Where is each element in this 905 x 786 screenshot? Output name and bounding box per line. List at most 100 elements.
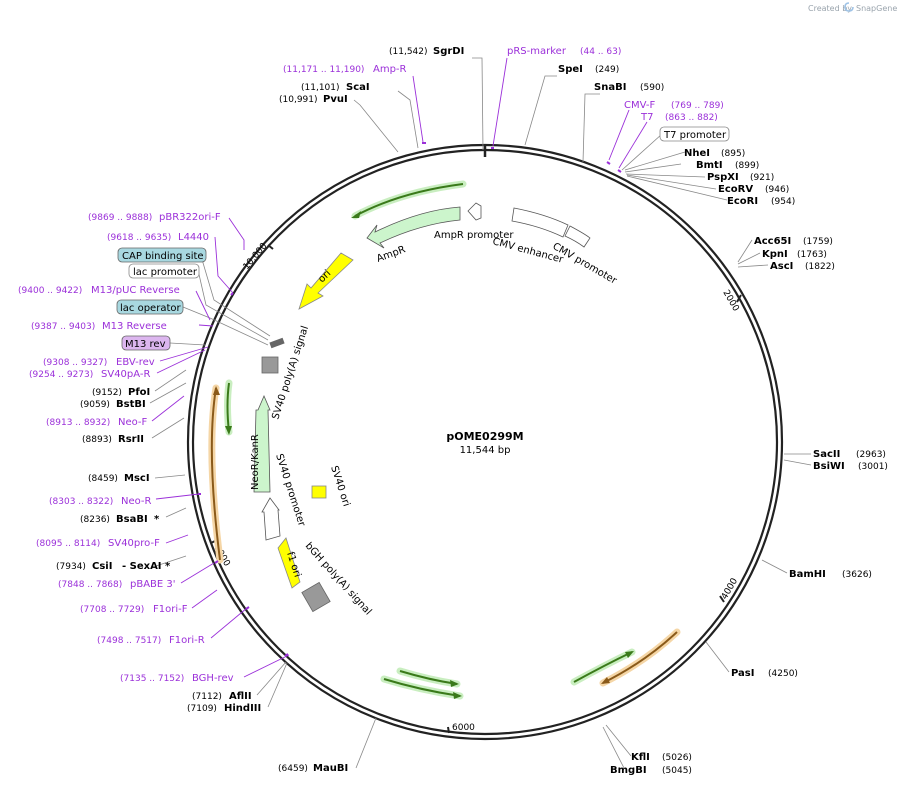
primer-F1ori-R[interactable]: (7498 .. 7517) F1ori-R [97,635,205,646]
site-SacII[interactable]: SacII (2963) [813,449,886,460]
box-t7-promoter[interactable]: T7 promoter [659,126,730,142]
svg-text:PvuI: PvuI [323,94,348,105]
sv40-ori-box[interactable] [311,485,327,499]
svg-text:Neo-F: Neo-F [118,417,148,428]
site-PvuI[interactable]: (10,991) PvuI [279,94,348,105]
svg-text:PfoI: PfoI [128,387,150,398]
primer-pBR322ori-F[interactable]: (9869 .. 9888) pBR322ori-F [88,212,221,223]
site-EcoRI[interactable]: EcoRI (954) [727,196,795,207]
primer-pBABE-3[interactable]: (7848 .. 7868) pBABE 3' [58,579,176,590]
site-KpnI[interactable]: KpnI (1763) [762,249,827,260]
primer-SV40pro-F[interactable]: (8095 .. 8114) SV40pro-F [36,538,160,549]
ampr-promoter-arrow[interactable] [467,202,482,221]
svg-text:(8095 .. 8114): (8095 .. 8114) [36,539,100,549]
ori-arrow[interactable] [298,252,354,310]
primer-SV40pA-R[interactable]: (9254 .. 9273) SV40pA-R [29,369,150,380]
site-BsaBI[interactable]: (8236) BsaBI * [80,514,160,525]
svg-text:BmtI: BmtI [696,160,723,171]
svg-text:*: * [154,514,160,525]
site-MscI[interactable]: (8459) MscI [88,473,150,484]
box-cap-binding-site[interactable]: CAP binding site [117,247,207,263]
svg-text:lac operator: lac operator [120,303,181,314]
site-ScaI[interactable]: (11,101) ScaI [301,82,370,93]
svg-text:(1759): (1759) [803,237,833,247]
svg-text:(7112): (7112) [192,692,222,702]
svg-text:EcoRV: EcoRV [718,184,753,195]
site-AscI[interactable]: AscI (1822) [770,261,835,272]
plasmid-size: 11,544 bp [460,445,511,456]
site-BstBI[interactable]: (9059) BstBI [80,399,146,410]
primer-Amp-R[interactable]: (11,171 .. 11,190) Amp-R [283,64,407,75]
svg-text:BamHI: BamHI [789,569,826,580]
tick-6000: 6000 [452,723,475,733]
svg-text:T7 promoter: T7 promoter [663,130,727,141]
primer-CMV-F[interactable]: CMV-F (769 .. 789) [624,100,724,111]
svg-text:PspXI: PspXI [707,172,739,183]
bgh-polya-block [301,581,331,613]
svg-text:(1763): (1763) [797,250,827,260]
site-BsiWI[interactable]: BsiWI (3001) [813,461,888,472]
svg-text:(9308 .. 9327): (9308 .. 9327) [43,358,107,368]
primer-pRS-marker[interactable]: pRS-marker (44 .. 63) [507,46,621,57]
site-CsiI[interactable]: (7934) CsiI - SexAI * [56,561,171,572]
primer-BGH-rev[interactable]: (7135 .. 7152) BGH-rev [120,673,234,684]
f1-ori-arrow[interactable] [277,537,301,589]
svg-text:(9869 .. 9888): (9869 .. 9888) [88,213,152,223]
site-MauBI[interactable]: (6459) MauBI [278,763,348,774]
site-HindIII[interactable]: (7109) HindIII [187,703,261,714]
primer-L4440[interactable]: (9618 .. 9635) L4440 [107,232,209,243]
site-PspXI[interactable]: PspXI (921) [707,172,774,183]
site-BamHI[interactable]: BamHI (3626) [789,569,872,580]
site-AflII[interactable]: (7112) AflII [192,691,252,702]
cmv-promoter-arrow[interactable] [564,225,591,248]
primer-Neo-R[interactable]: (8303 .. 8322) Neo-R [49,496,152,507]
svg-text:EcoRI: EcoRI [727,196,758,207]
site-KflI[interactable]: KflI (5026) [631,752,692,763]
svg-text:(5045): (5045) [662,766,692,776]
primer-T7[interactable]: T7 (863 .. 882) [640,112,718,123]
svg-text:BsiWI: BsiWI [813,461,845,472]
primer-F1ori-F[interactable]: (7708 .. 7729) F1ori-F [80,604,188,615]
svg-text:BstBI: BstBI [116,399,146,410]
ampr-promoter-label: AmpR promoter [434,230,514,241]
site-PfoI[interactable]: (9152) PfoI [92,387,150,398]
site-PasI[interactable]: PasI (4250) [731,668,798,679]
svg-text:(11,101): (11,101) [301,83,340,93]
svg-text:(7109): (7109) [187,704,217,714]
svg-text:(590): (590) [640,83,664,93]
svg-text:T7: T7 [640,112,653,123]
svg-text:BGH-rev: BGH-rev [192,673,234,684]
primer-M13-pUC-Reverse[interactable]: (9400 .. 9422) M13/pUC Reverse [18,285,180,296]
svg-text:(3626): (3626) [842,570,872,580]
site-SnaBI[interactable]: SnaBI (590) [594,82,664,93]
primer-M13-Reverse[interactable]: (9387 .. 9403) M13 Reverse [31,321,167,332]
svg-text:(5026): (5026) [662,753,692,763]
site-BmtI[interactable]: BmtI (899) [696,160,759,171]
svg-text:(8913 .. 8932): (8913 .. 8932) [46,418,110,428]
svg-text:SnaBI: SnaBI [594,82,626,93]
svg-text:(7708 .. 7729): (7708 .. 7729) [80,605,144,615]
box-m13-rev[interactable]: M13 rev [121,335,171,351]
site-RsrII[interactable]: (8893) RsrII [82,434,144,445]
sv40-promoter-arrow[interactable] [261,497,281,541]
svg-text:SV40pro-F: SV40pro-F [108,538,160,549]
svg-text:lac promoter: lac promoter [133,267,198,278]
svg-text:(9152): (9152) [92,388,122,398]
ampr-arrow[interactable] [366,206,461,249]
svg-text:RsrII: RsrII [118,434,144,445]
site-SgrDI[interactable]: (11,542) SgrDI [389,46,464,57]
site-BmgBI[interactable]: BmgBI (5045) [610,765,692,776]
primer-EBV-rev[interactable]: (9308 .. 9327) EBV-rev [43,357,155,368]
primer-ticks [198,142,622,657]
site-Acc65I[interactable]: Acc65I (1759) [754,236,833,247]
primer-Neo-F[interactable]: (8913 .. 8932) Neo-F [46,417,148,428]
cmv-enhancer-arrow[interactable] [511,207,569,238]
svg-text:(9059): (9059) [80,400,110,410]
site-SpeI[interactable]: SpeI (249) [558,64,619,75]
site-EcoRV[interactable]: EcoRV (946) [718,184,789,195]
svg-text:- SexAI *: - SexAI * [122,561,171,572]
neor-kanr-arrow[interactable] [253,394,271,493]
box-lac-promoter[interactable]: lac promoter [128,263,200,279]
box-lac-operator[interactable]: lac operator [116,299,184,315]
site-NheI[interactable]: NheI (895) [684,148,745,159]
